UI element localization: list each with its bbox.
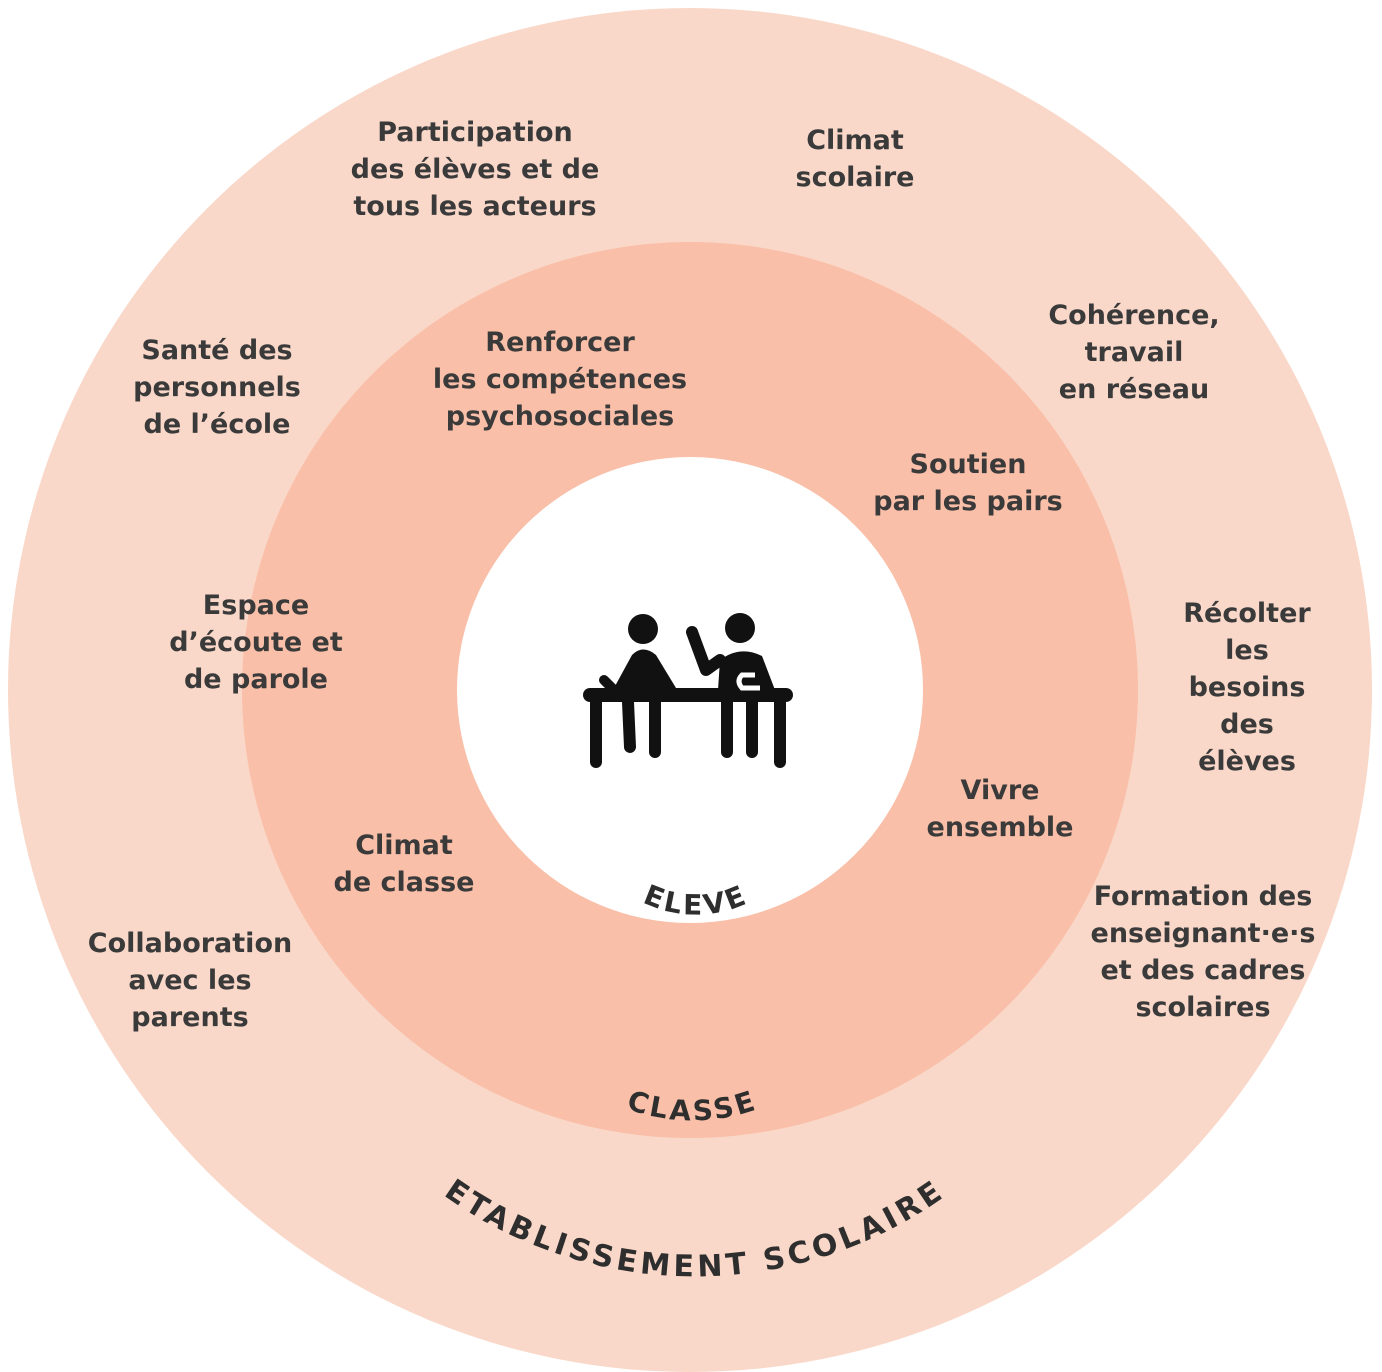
item-renforcer-competences: Renforcer les compétences psychosociales (432, 327, 688, 432)
two-students-at-desk-icon (583, 613, 793, 768)
item-vivre-ensemble: Vivre ensemble (926, 775, 1074, 843)
item-collaboration-parents: Collaboration avec les parents (87, 928, 293, 1033)
item-climat-scolaire: Climat scolaire (795, 125, 915, 193)
item-formation: Formation des enseignant·e·s et des cadr… (1090, 881, 1316, 1023)
item-climat-classe: Climat de classe (333, 830, 475, 898)
item-coherence: Cohérence, travail en réseau (1048, 300, 1220, 405)
item-espace-ecoute: Espace d’écoute et de parole (169, 590, 343, 695)
item-recolter-besoins: Récolter les besoins des élèves (1183, 598, 1311, 777)
item-sante-personnels: Santé des personnels de l’école (133, 335, 301, 440)
item-participation: Participation des élèves et de tous les … (350, 117, 600, 222)
item-soutien-pairs: Soutien par les pairs (873, 449, 1063, 517)
